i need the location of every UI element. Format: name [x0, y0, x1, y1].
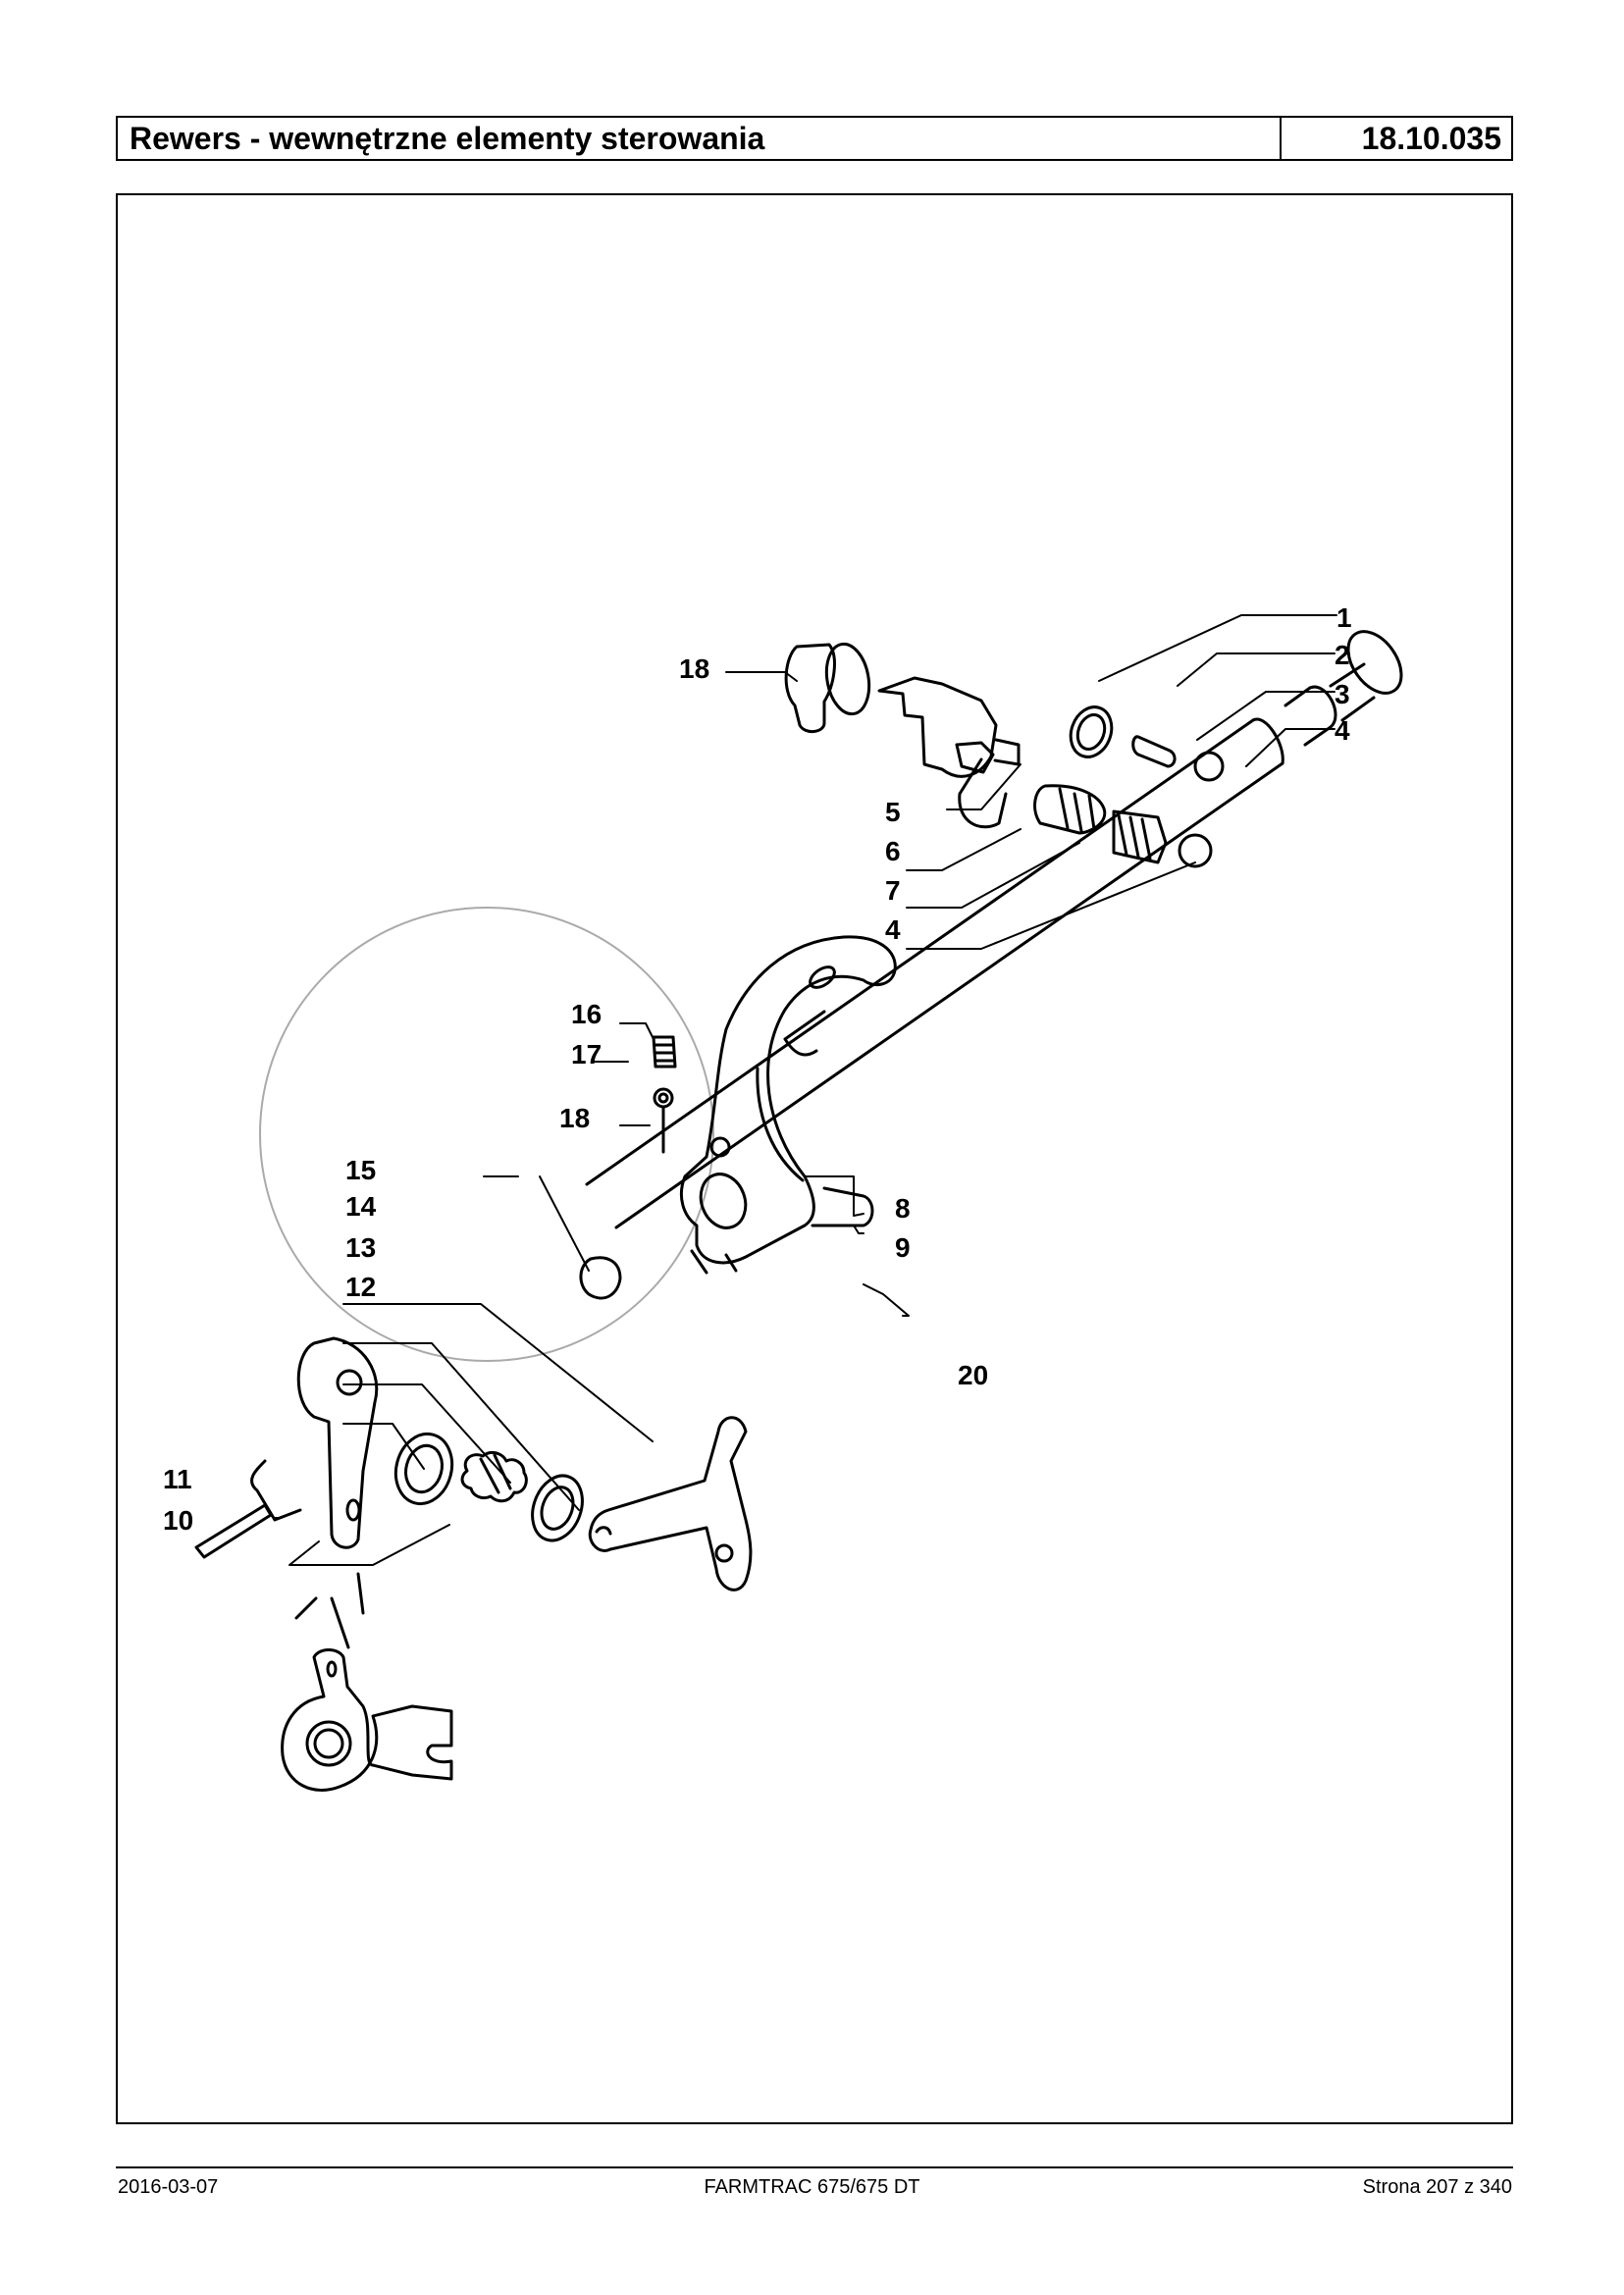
callout-4b: 4	[885, 914, 901, 945]
callout-12: 12	[345, 1272, 376, 1302]
callout-6: 6	[885, 836, 901, 866]
callout-10: 10	[163, 1505, 193, 1536]
page-title: Rewers - wewnętrzne elementy sterowania	[118, 118, 1282, 159]
callout-4a: 4	[1335, 715, 1350, 746]
callout-11: 11	[163, 1464, 192, 1494]
footer-date: 2016-03-07	[118, 2176, 219, 2198]
callout-14: 14	[345, 1191, 377, 1222]
callout-7: 7	[885, 875, 901, 906]
callout-5: 5	[885, 797, 901, 827]
leader-lines	[274, 614, 1337, 1566]
callout-1: 1	[1336, 602, 1352, 633]
switch-parts	[784, 642, 1225, 868]
callout-18b: 18	[559, 1103, 590, 1133]
callout-20: 20	[958, 1360, 988, 1390]
callout-9: 9	[895, 1232, 911, 1263]
shift-fork	[680, 935, 897, 1275]
callout-17: 17	[571, 1039, 602, 1069]
detail-circle	[259, 907, 714, 1362]
callout-18a: 18	[679, 653, 709, 684]
footer-divider	[116, 2166, 1513, 2168]
section-code: 18.10.035	[1361, 121, 1501, 156]
page-header: Rewers - wewnętrzne elementy sterowania …	[116, 116, 1513, 161]
diagram-frame: 1 2 3 4 5 6 7 4 16 17 18 18 15 14 13 12 …	[116, 193, 1513, 2124]
footer-page-number: Strona 207 z 340	[1362, 2176, 1512, 2198]
callout-16: 16	[571, 999, 602, 1029]
callout-3: 3	[1335, 679, 1350, 709]
callout-13: 13	[345, 1232, 376, 1263]
detail-small-parts	[579, 1035, 677, 1300]
lower-linkage	[194, 1336, 753, 1792]
callout-2: 2	[1335, 640, 1350, 670]
footer-model: FARMTRAC 675/675 DT	[704, 2176, 920, 2198]
exploded-parts-diagram: 1 2 3 4 5 6 7 4 16 17 18 18 15 14 13 12 …	[163, 602, 1403, 1792]
callout-15: 15	[345, 1155, 376, 1185]
callout-8: 8	[895, 1193, 911, 1224]
